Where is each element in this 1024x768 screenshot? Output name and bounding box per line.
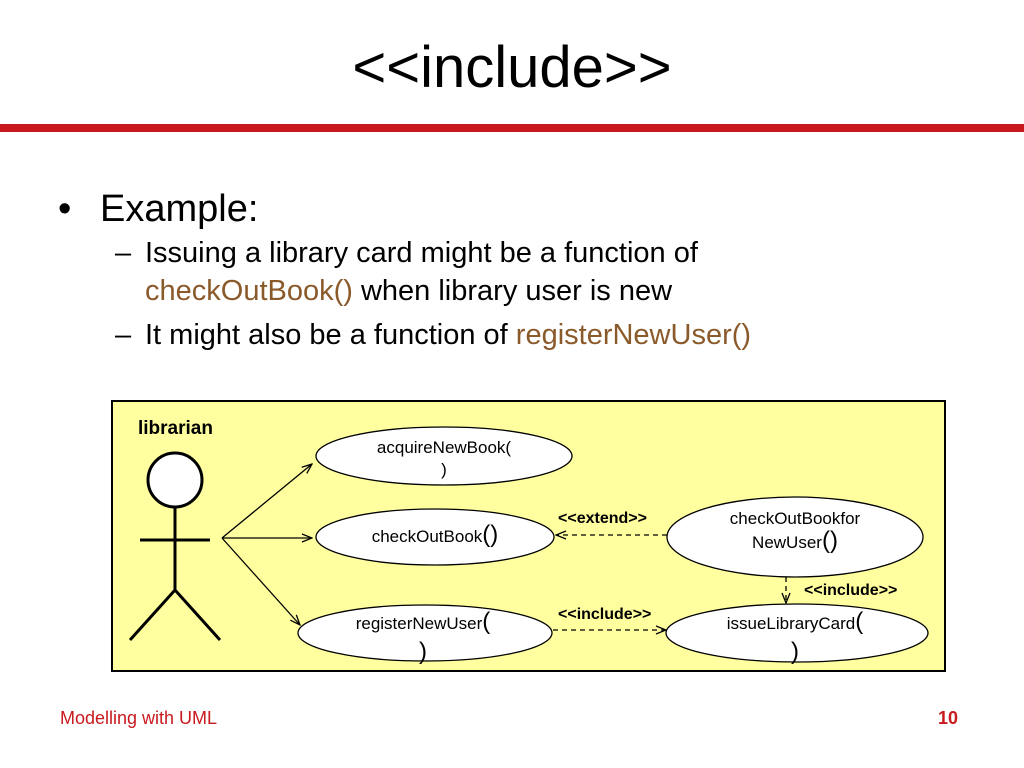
extend-label: <<extend>>: [558, 510, 647, 527]
sub1-text-a: Issuing a library card might be a functi…: [145, 237, 698, 269]
usecase-checkout-paren: (): [482, 521, 499, 548]
assoc-register: [221, 537, 300, 625]
usecase-acquire-line2: ): [441, 460, 447, 479]
actor-figure: [128, 451, 222, 642]
sub2-highlight: registerNewUser(): [515, 319, 752, 351]
usecase-checkout-new-text: NewUser: [752, 533, 822, 552]
usecase-register-text: registerNewUser: [355, 614, 483, 633]
footer-page-number: 10: [938, 708, 959, 728]
usecase-checkout-new-line1: checkOutBookfor: [729, 509, 861, 528]
usecase-checkout-new-paren: (): [821, 527, 838, 554]
usecase-register-label: registerNewUser( ): [318, 608, 528, 668]
usecase-acquire-ellipse: [315, 426, 573, 486]
sub1-highlight: checkOutBook(): [145, 275, 353, 307]
include-vertical-label: <<include>>: [804, 582, 898, 599]
sub-bullet-2: –It might also be a function of register…: [115, 316, 751, 354]
usecase-checkout-text: checkOutBook: [371, 527, 483, 546]
usecase-checkout-label: checkOutBook(): [320, 521, 550, 548]
usecase-acquire-label: acquireNewBook( ): [334, 437, 554, 481]
usecase-checkout-new-ellipse: [666, 496, 924, 578]
usecase-issue-paren-close: ): [791, 638, 799, 665]
usecase-checkout-ellipse: [315, 508, 555, 566]
usecase-issue-label: issueLibraryCard( ): [690, 608, 900, 668]
sub2-text: It might also be a function of: [145, 319, 516, 351]
title-divider: [0, 124, 1024, 132]
include-horizontal-label: <<include>>: [558, 606, 652, 623]
bullet-example: • Example:: [58, 185, 258, 233]
slide-title: <<include>>: [352, 35, 672, 100]
usecase-checkout-new-label: checkOutBookfor NewUser(): [690, 508, 900, 554]
actor-label: librarian: [138, 418, 213, 439]
usecase-issue-text: issueLibraryCard: [726, 614, 856, 633]
sub1-text-b: when library user is new: [352, 275, 673, 307]
usecase-acquire-line1: acquireNewBook(: [376, 438, 512, 457]
sub-bullet-1: –Issuing a library card might be a funct…: [115, 234, 698, 310]
bullet-dot: •: [58, 188, 72, 230]
bullet-text: Example:: [100, 188, 259, 230]
footer-course-title: Modelling with UML: [60, 708, 218, 728]
assoc-acquire: [221, 464, 312, 539]
usecase-register-paren-open: (: [482, 608, 491, 635]
usecase-register-paren-close: ): [419, 638, 427, 665]
usecase-register-ellipse: [297, 604, 553, 662]
dash: –: [115, 319, 132, 351]
dash: –: [115, 237, 132, 269]
usecase-issue-paren-open: (: [855, 608, 864, 635]
